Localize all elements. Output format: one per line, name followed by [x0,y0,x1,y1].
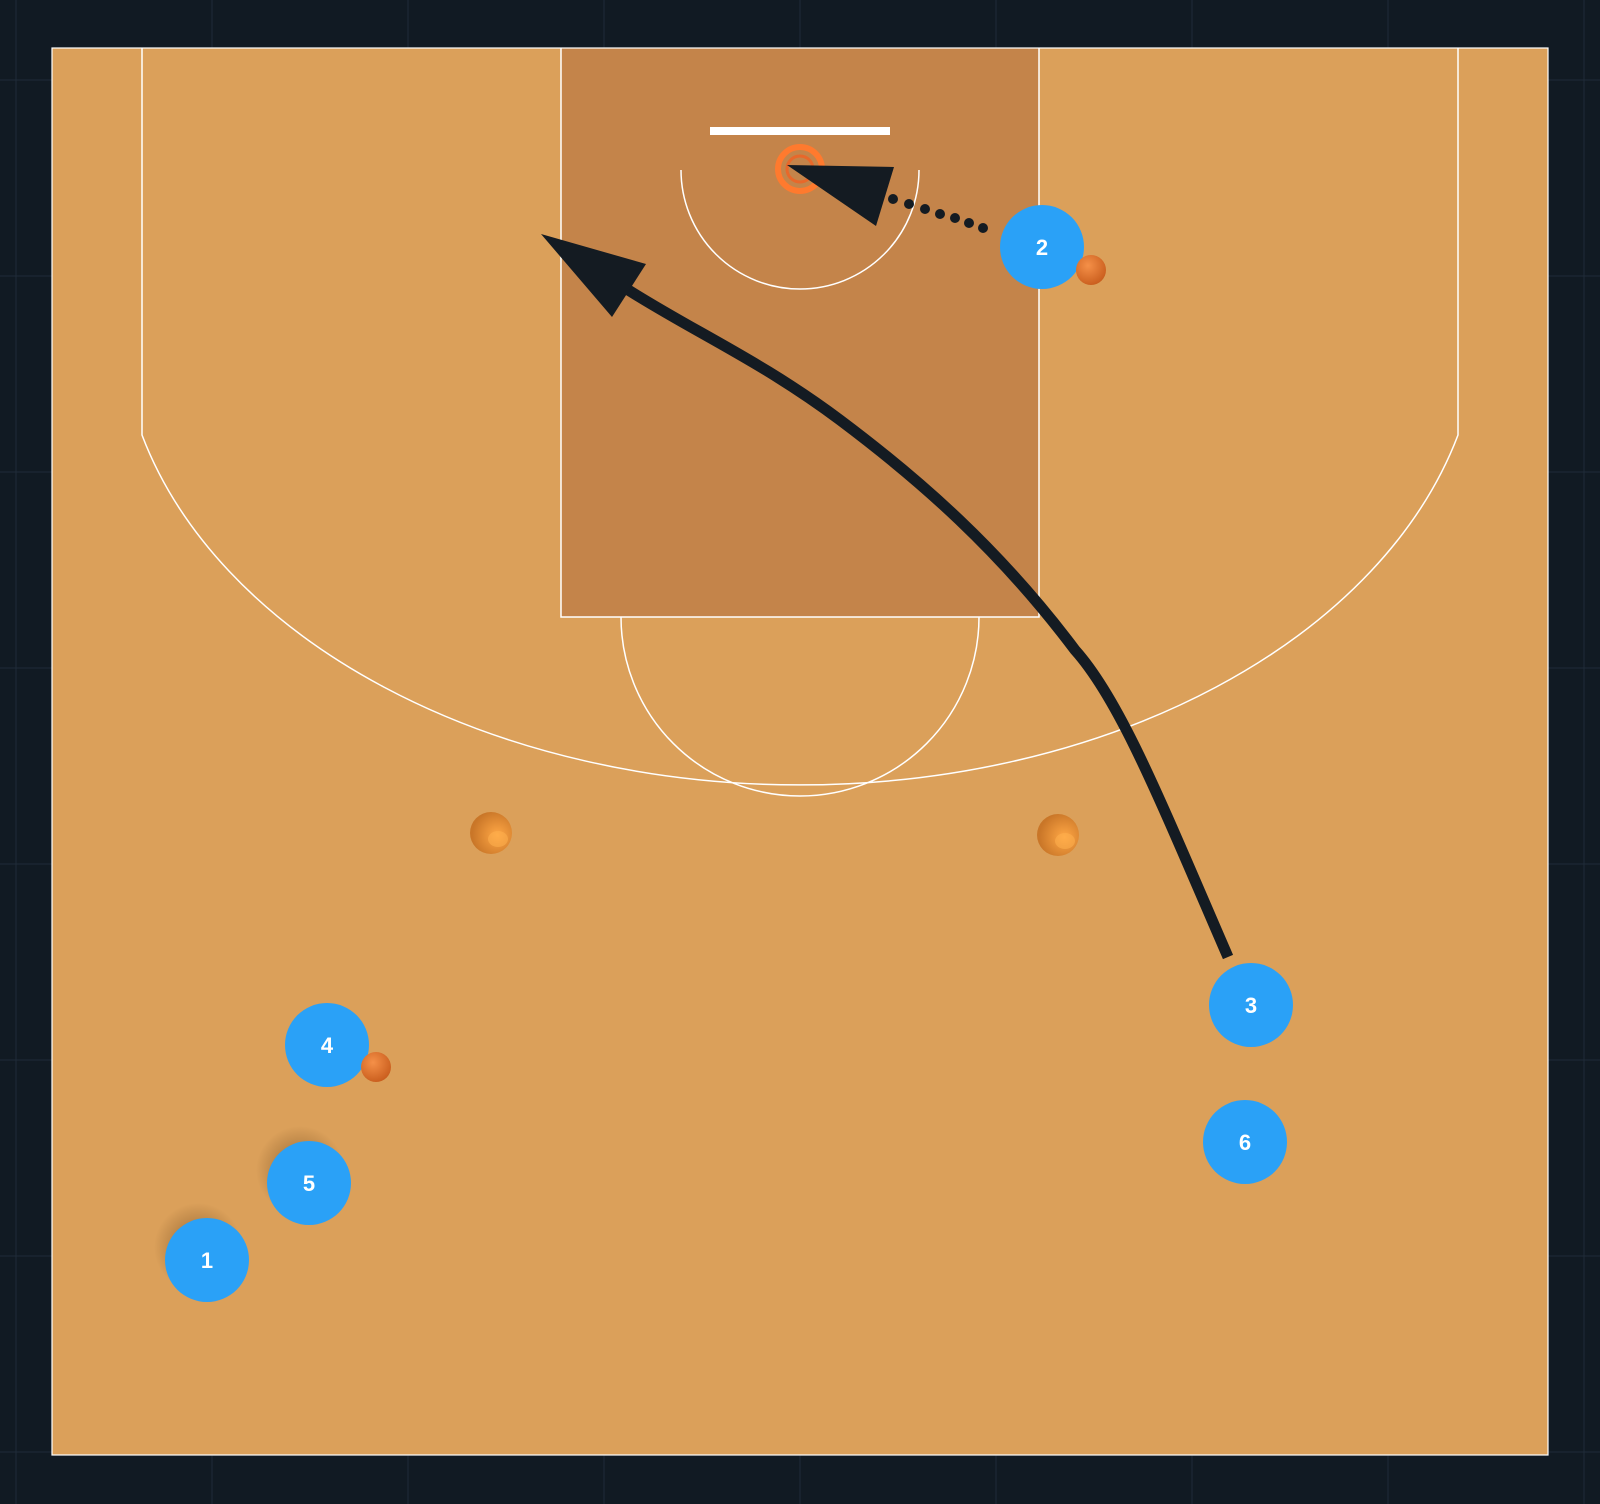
court-boundary [51,47,1549,1456]
shot-arrowhead [787,165,894,226]
free-throw-circle [620,616,980,797]
player-token [165,1218,249,1302]
backboard [710,127,890,135]
player-token [1000,205,1084,289]
cut-path-player-3 [619,281,1234,960]
player-token [1203,1100,1287,1184]
cones [470,812,1079,856]
player-4[interactable]: 4 [285,1003,391,1087]
cone-icon [1037,814,1079,856]
player-number: 4 [321,1033,334,1058]
player-token [1209,963,1293,1047]
cut-arrowhead [541,234,646,317]
player-number: 2 [1036,235,1048,260]
cone-icon [470,812,512,854]
half-court [51,47,1549,1456]
restricted-area-arc [680,169,920,290]
paint-lines [560,48,1040,618]
players: 1 2 3 4 5 6 [154,205,1293,1302]
player-token [285,1003,369,1087]
player-number: 3 [1245,993,1257,1018]
player-6[interactable]: 6 [1203,1100,1287,1184]
player-5[interactable]: 5 [256,1126,351,1225]
player-2[interactable]: 2 [1000,205,1106,289]
player-1[interactable]: 1 [154,1203,249,1302]
player-3[interactable]: 3 [1209,963,1293,1047]
actions [541,165,1234,960]
ball-icon [361,1052,391,1082]
player-number: 5 [303,1171,315,1196]
player-token [267,1141,351,1225]
ball-icon [1076,255,1106,285]
player-number: 1 [201,1248,213,1273]
three-point-line [141,48,1459,786]
player-number: 6 [1239,1130,1251,1155]
shot-dotted-path-player-2 [888,194,988,233]
